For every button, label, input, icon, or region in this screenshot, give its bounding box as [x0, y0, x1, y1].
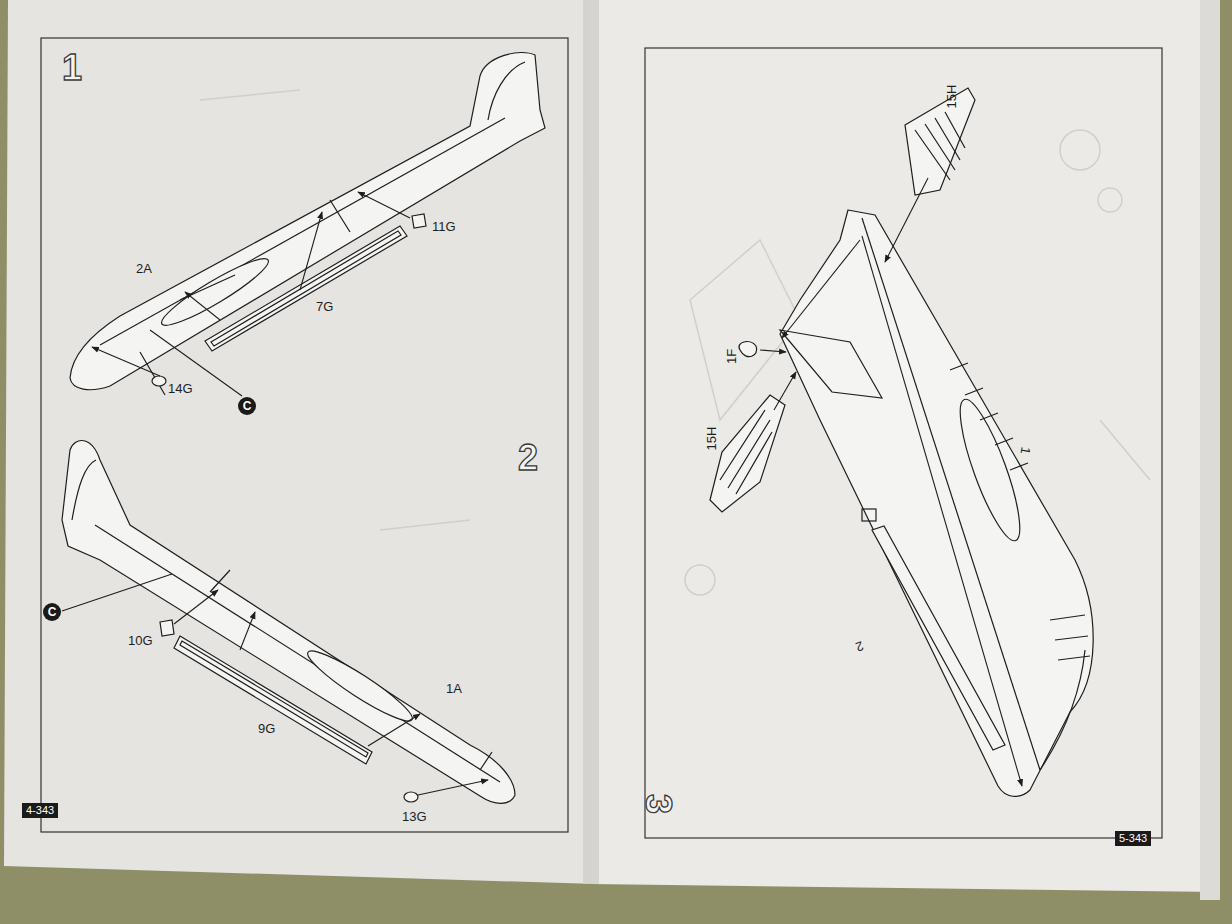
step-number: 2	[518, 440, 538, 476]
page-number: 5-343	[1115, 831, 1151, 846]
part-number: 14G	[168, 382, 193, 395]
part-number: 11G	[432, 220, 456, 233]
part-number: 2A	[136, 262, 152, 275]
color-callout: C	[43, 603, 61, 621]
part-number: 1F	[725, 349, 738, 364]
page-number: 4-343	[22, 803, 58, 818]
left-page	[4, 0, 598, 884]
part-number: 7G	[316, 300, 333, 313]
step-number: 1	[62, 50, 82, 86]
color-callout: C	[238, 397, 256, 415]
part-number: 9G	[258, 722, 275, 735]
part-number: 10G	[128, 634, 153, 647]
part-number: 1A	[446, 682, 462, 695]
right-page	[590, 0, 1218, 892]
part-number: 13G	[402, 810, 427, 823]
step-number: 3	[640, 794, 676, 814]
part-number: 15H	[945, 85, 958, 109]
part-number: 15H	[705, 427, 718, 451]
